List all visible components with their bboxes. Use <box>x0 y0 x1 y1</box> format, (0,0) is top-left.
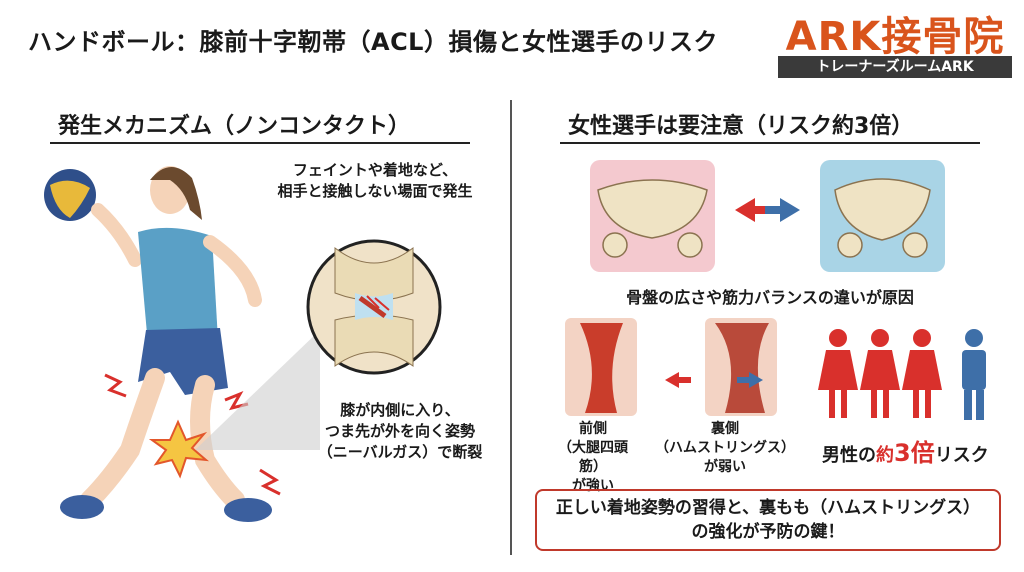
blue-arrow-icon <box>765 198 800 222</box>
right-heading-underline <box>560 142 980 144</box>
risk-suffix: リスク <box>934 445 989 466</box>
risk-statement: 男性の約3倍リスク <box>822 433 989 468</box>
risk-approx: 約 <box>876 445 894 466</box>
red-arrow-icon <box>665 372 691 388</box>
handball-icon <box>44 169 96 221</box>
male-figure-icon <box>962 329 986 420</box>
female-figure-icon <box>860 329 900 418</box>
prevention-callout: 正しい着地姿勢の習得と、裏もも（ハムストリングス） の強化が予防の鍵！ <box>535 489 1001 551</box>
caption-line: フェイントや着地など、 <box>292 161 458 179</box>
left-heading-underline <box>50 142 470 144</box>
right-section-heading: 女性選手は要注意（リスク約3倍） <box>568 114 914 139</box>
section-divider <box>510 100 512 555</box>
blue-arrow-icon <box>737 372 763 388</box>
red-arrow-icon <box>735 198 770 222</box>
muscle-comparison-illustration <box>565 318 777 416</box>
caption-line: （ハムストリングス） <box>655 440 795 456</box>
caption-line: 裏側 <box>711 421 739 437</box>
left-section-heading: 発生メカニズム（ノンコンタクト） <box>58 114 411 139</box>
caption-line: 前側 <box>579 421 607 437</box>
caption-line: 膝が内側に入り、 <box>340 401 460 419</box>
caption-line: 相手と接触しない場面で発生 <box>277 182 473 200</box>
knee-zoom-illustration <box>306 239 442 375</box>
gender-figures-illustration <box>818 329 986 420</box>
page-title: ハンドボール：膝前十字靭帯（ACL）損傷と女性選手のリスク <box>28 28 718 56</box>
pelvis-caption: 骨盤の広さや筋力バランスの違いが原因 <box>626 288 914 307</box>
female-figure-icon <box>902 329 942 418</box>
left-caption-knee: 膝が内側に入り、 つま先が外を向く姿勢 （ニーバルガス）で断裂 <box>295 400 505 463</box>
caption-line: が弱い <box>704 459 746 475</box>
pelvis-comparison-illustration <box>590 160 945 272</box>
risk-prefix: 男性の <box>822 445 876 466</box>
pain-mark-icon <box>104 373 281 496</box>
caption-line: つま先が外を向く姿勢 <box>324 422 475 440</box>
risk-multiplier: 3倍 <box>894 439 935 467</box>
logo-sub-text: トレーナーズルームARK <box>778 56 1012 78</box>
callout-line: 正しい着地姿勢の習得と、裏もも（ハムストリングス） <box>555 498 981 518</box>
left-caption-top: フェイントや着地など、 相手と接触しない場面で発生 <box>250 160 500 202</box>
female-figure-icon <box>818 329 858 418</box>
clinic-logo: ARK接骨院 トレーナーズルームARK <box>778 4 1012 78</box>
caption-line: （ニーバルガス）で断裂 <box>317 443 483 461</box>
caption-line: （大腿四頭筋） <box>558 440 628 475</box>
callout-line: の強化が予防の鍵！ <box>691 522 845 542</box>
logo-main-text: ARK接骨院 <box>785 14 1005 60</box>
muscle-back-caption: 裏側 （ハムストリングス） が弱い <box>650 420 800 477</box>
handball-player-illustration <box>44 166 320 522</box>
muscle-front-caption: 前側 （大腿四頭筋） が強い <box>548 420 638 496</box>
